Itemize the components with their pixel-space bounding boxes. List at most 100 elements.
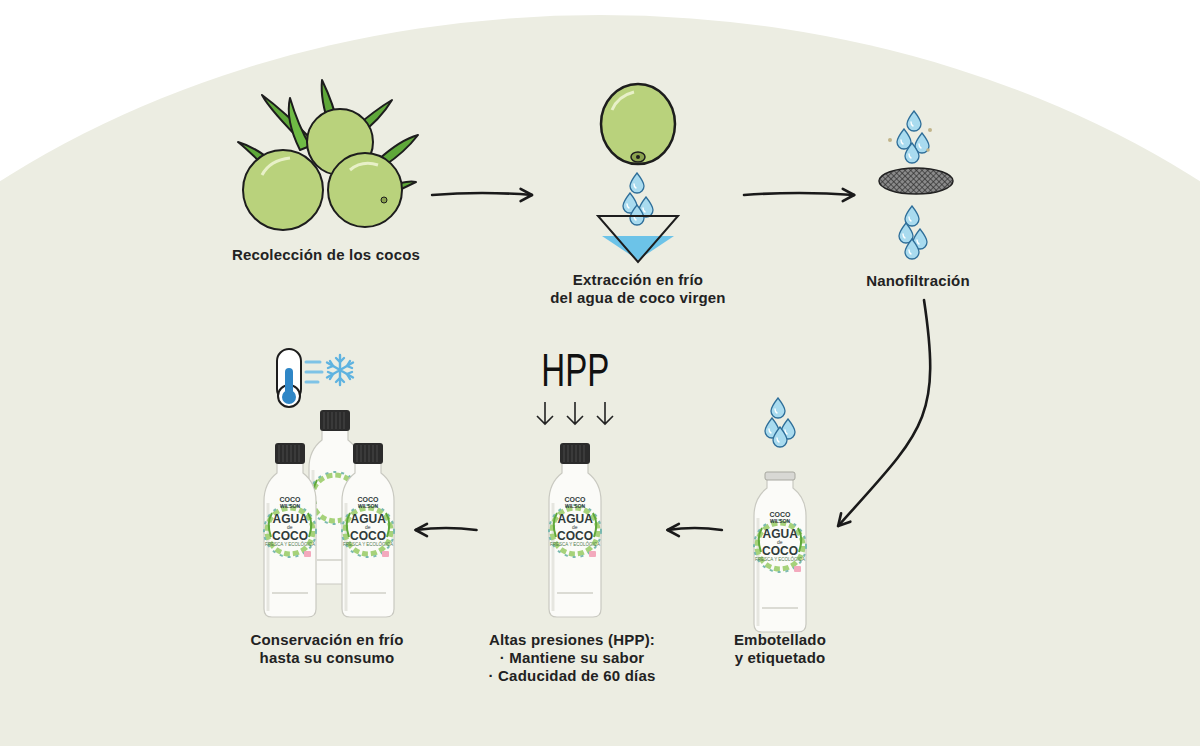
- bottle-label: AGUA: [763, 528, 798, 540]
- step-caption: Embotellado y etiquetado: [734, 631, 826, 667]
- nanofiltration-illustration-part: [905, 239, 919, 259]
- cold-storage-illustration-part-part: [328, 358, 352, 382]
- hpp-illustration-part: [549, 443, 601, 617]
- coconut-illustration-part: [262, 158, 290, 175]
- flow-arrow: [667, 524, 721, 536]
- cold-storage-illustration-part: [327, 355, 353, 385]
- step-caption: Extracción en frío del agua de coco virg…: [550, 271, 725, 307]
- nanofiltration-illustration: [879, 111, 953, 259]
- process-step: Nanofiltración: [860, 104, 976, 294]
- extraction-illustration-part: [630, 173, 644, 193]
- hpp-illustration-part-part: [549, 463, 601, 617]
- nanofiltration-illustration-part: [879, 168, 953, 194]
- nanofiltration-illustration-part: [928, 128, 932, 132]
- cold-storage-illustration-part-part: [353, 443, 383, 464]
- bottle-label: WILSON: [770, 519, 790, 524]
- flow-arrow: [744, 189, 854, 201]
- extraction-illustration-part: [631, 152, 645, 162]
- step-caption: Conservación en frío hasta su consumo: [250, 631, 403, 667]
- coconut-illustration-part: [350, 163, 378, 170]
- bottle-label: COCO: [565, 496, 586, 503]
- hpp-illustration-part-part: [560, 443, 590, 464]
- step-detail: · Mantiene su sabor: [500, 649, 645, 667]
- nanofiltration-illustration-part: [907, 111, 921, 131]
- cold-storage-illustration: [264, 349, 394, 617]
- cold-storage-illustration-part-part: [342, 463, 394, 617]
- bottle-label: FRESCA Y ECOLÓGICA: [755, 558, 805, 563]
- bottle-label: AGUA: [558, 513, 593, 525]
- arrow-head: [838, 513, 850, 526]
- extraction-illustration-part: [602, 236, 674, 260]
- extraction-illustration: [598, 84, 678, 262]
- nanofiltration-illustration-part: [926, 148, 930, 152]
- arrow-head: [521, 189, 532, 201]
- nanofiltration-illustration-part: [897, 129, 911, 149]
- coconut-illustration: [238, 80, 418, 230]
- extraction-illustration-part: [601, 84, 675, 164]
- cold-storage-illustration-part: [342, 443, 394, 617]
- cold-storage-illustration-part-part: [275, 443, 305, 464]
- coconut-illustration-part: [243, 150, 323, 230]
- bottle-label: COCO: [358, 496, 379, 503]
- bottling-illustration-part-part: [754, 478, 806, 632]
- bottle-label: FRESCA Y ECOLÓGICA: [265, 543, 315, 548]
- bottling-illustration-part-part: [765, 472, 795, 480]
- bottle-label: FRESCA Y ECOLÓGICA: [343, 543, 393, 548]
- process-step: Recolección de los cocos: [226, 92, 426, 268]
- extraction-illustration-part: [598, 216, 678, 262]
- bottling-illustration: [754, 398, 806, 632]
- flow-arrow: [432, 189, 532, 201]
- bottle-label: COCO: [350, 530, 386, 542]
- cold-storage-illustration-part: [282, 390, 296, 404]
- arrow-line: [744, 193, 854, 195]
- cold-storage-illustration-part-part: [327, 355, 353, 385]
- arrow-line: [667, 528, 721, 530]
- step-caption: Altas presiones (HPP):: [489, 631, 655, 649]
- cold-storage-illustration-part-part: [320, 410, 350, 431]
- extraction-illustration-part: [612, 92, 634, 110]
- process-step: Extracción en frío del agua de coco virg…: [538, 80, 738, 311]
- arrow-line: [432, 193, 532, 195]
- step-caption: Nanofiltración: [866, 272, 970, 290]
- arrow-head: [667, 524, 678, 536]
- arrow-line: [416, 528, 477, 530]
- hpp-illustration-part: [597, 402, 613, 424]
- bottle-label: COCO: [280, 496, 301, 503]
- arrow-head: [843, 189, 854, 201]
- bottle-label: FRESCA Y ECOLÓGICA: [550, 543, 600, 548]
- step-caption: Recolección de los cocos: [232, 246, 420, 264]
- background-ellipse: [0, 15, 1200, 746]
- coconut-illustration-part: [381, 197, 387, 203]
- bottle-label: WILSON: [358, 504, 378, 509]
- extraction-illustration-part: [636, 155, 640, 159]
- flow-arrow: [838, 300, 930, 526]
- cold-storage-illustration-part: [306, 362, 322, 382]
- hpp-illustration: [537, 402, 613, 617]
- bottling-illustration-part: [773, 427, 787, 447]
- bottling-illustration-part: [754, 472, 806, 632]
- nanofiltration-illustration-part: [888, 138, 892, 142]
- bottling-illustration-part: [771, 398, 785, 418]
- nanofiltration-illustration-part: [905, 143, 919, 163]
- cold-storage-illustration-part: [264, 443, 316, 617]
- hpp-heading: HPP: [541, 347, 609, 393]
- coconut-illustration-part: [328, 153, 402, 227]
- bottle-label: COCO: [272, 530, 308, 542]
- arrow-head: [416, 524, 427, 536]
- cold-storage-illustration-part-part: [264, 463, 316, 617]
- bottle-label: WILSON: [280, 504, 300, 509]
- flow-arrow: [416, 524, 477, 536]
- bottle-label: COCO: [557, 530, 593, 542]
- hpp-illustration-part: [537, 402, 553, 424]
- bottle-label: COCO: [762, 545, 798, 557]
- nanofiltration-illustration-part: [905, 206, 919, 226]
- step-detail: · Caducidad de 60 días: [489, 667, 656, 685]
- hpp-illustration-part: [567, 402, 583, 424]
- bottle-label: COCO: [770, 511, 791, 518]
- bottle-label: WILSON: [565, 504, 585, 509]
- process-step: Conservación en frío hasta su consumo: [244, 344, 409, 671]
- bottle-label: AGUA: [273, 513, 308, 525]
- arrow-line: [838, 300, 930, 526]
- bottle-label: AGUA: [351, 513, 386, 525]
